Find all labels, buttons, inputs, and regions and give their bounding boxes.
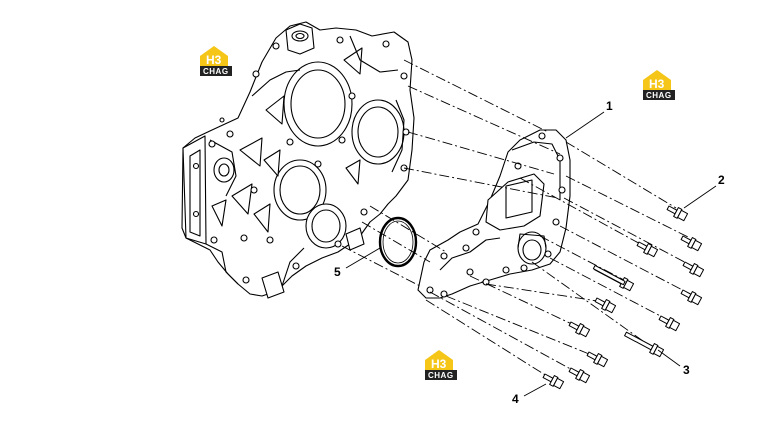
watermark-text: CHAG: [428, 371, 454, 380]
bolts: [542, 205, 705, 390]
bolt: [680, 235, 703, 252]
bolt: [542, 373, 565, 390]
callouts: 1 2 3 4 5: [334, 99, 725, 406]
stud: [592, 265, 626, 286]
assembly-lines: [341, 59, 693, 379]
o-ring: [378, 216, 418, 268]
watermark-text: CHAG: [646, 91, 672, 100]
bolt: [658, 315, 681, 332]
watermark-mark: H3: [431, 357, 447, 371]
callout-1: 1: [606, 99, 613, 113]
watermark-mark: H3: [206, 53, 222, 67]
watermark-logo: H3 CHAG: [425, 350, 457, 380]
bolt: [568, 367, 591, 384]
bolt: [666, 205, 689, 222]
bolt: [680, 289, 703, 306]
callout-4: 4: [512, 392, 519, 406]
bolt: [586, 351, 609, 368]
front-cover: [417, 129, 571, 299]
bolt: [568, 321, 591, 338]
watermark-text: CHAG: [203, 67, 229, 76]
watermark-logo: H3 CHAG: [643, 70, 675, 100]
gear-housing: [181, 21, 415, 299]
callout-2: 2: [718, 173, 725, 187]
bolt: [594, 297, 617, 314]
callout-3: 3: [683, 363, 690, 377]
watermark-mark: H3: [649, 77, 665, 91]
callout-5: 5: [334, 265, 341, 279]
bolt: [682, 261, 705, 278]
leader-lines: [345, 111, 717, 397]
watermark-logo: H3 CHAG: [200, 46, 232, 76]
bolt: [636, 241, 659, 258]
long-bolt: [624, 331, 665, 358]
